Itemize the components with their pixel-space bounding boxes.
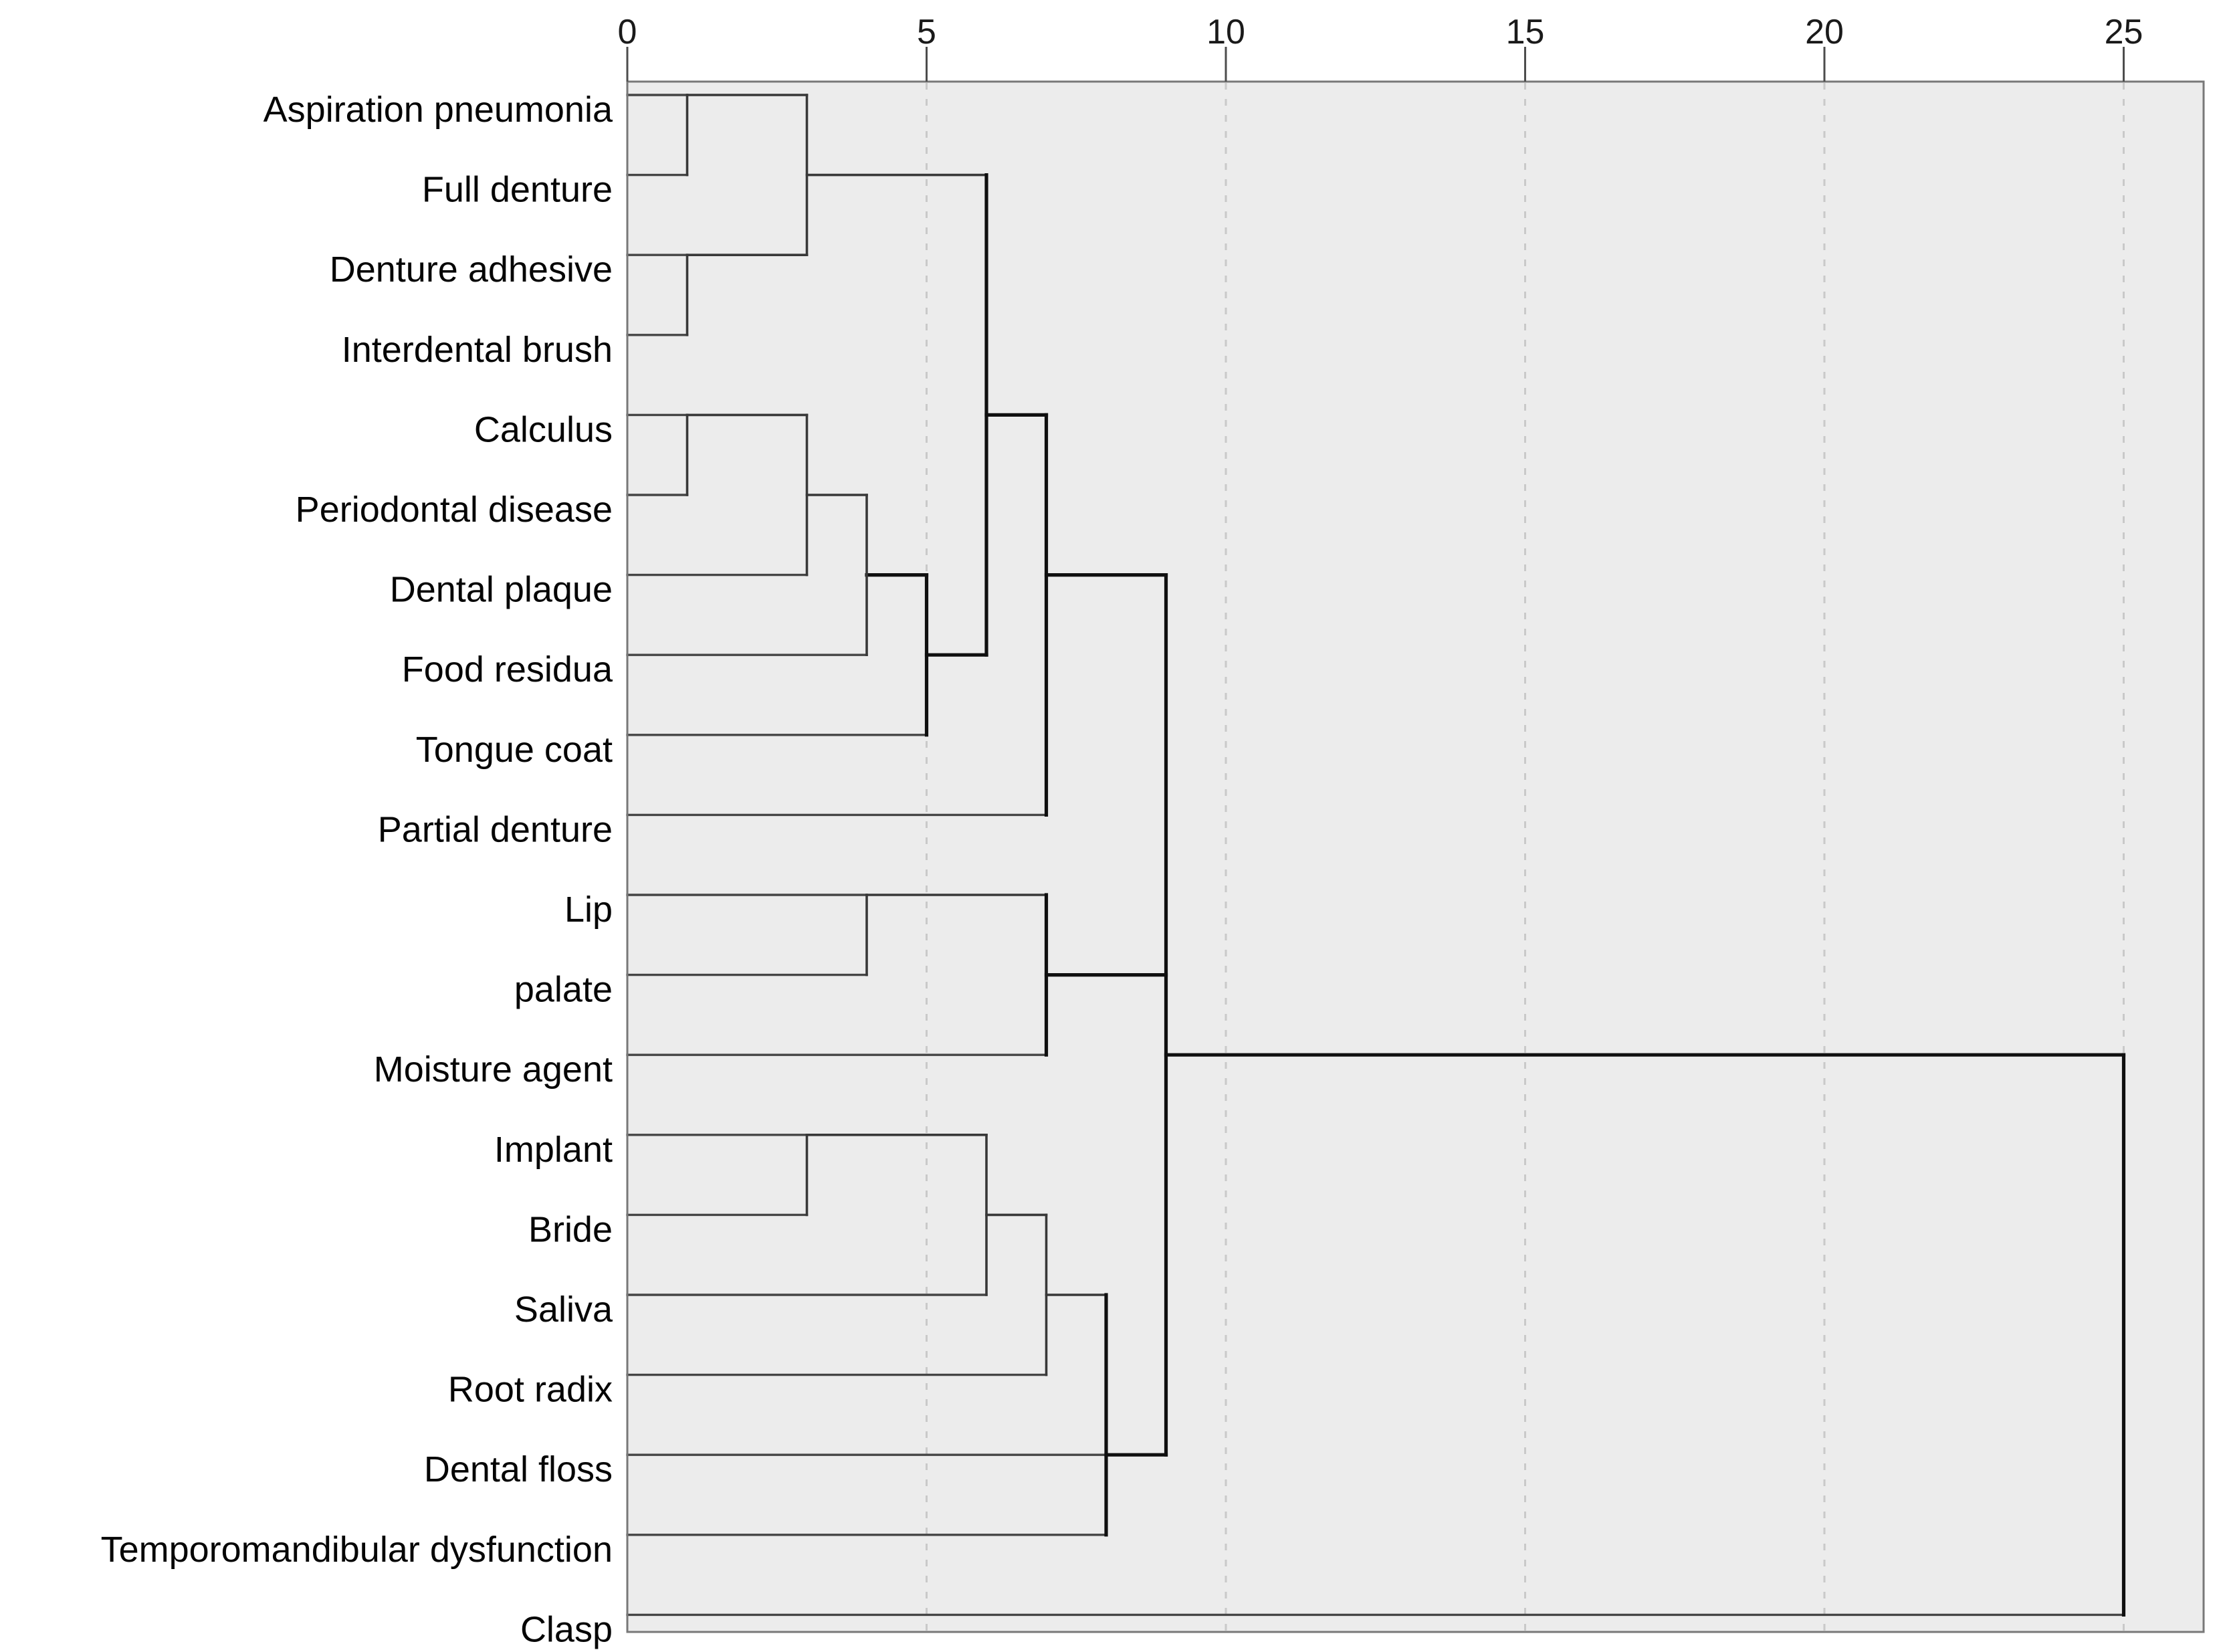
leaf-label: Denture adhesive: [330, 249, 613, 290]
leaf-label: Full denture: [422, 170, 613, 210]
plot-frame: [626, 80, 2205, 1633]
leaf-label: Clasp: [520, 1609, 613, 1649]
leaf-label: Periodontal disease: [296, 490, 613, 530]
axis-tick-label: 5: [917, 13, 936, 51]
leaf-label: Aspiration pneumonia: [263, 90, 613, 130]
leaf-label: Dental floss: [424, 1449, 613, 1489]
leaf-label: Partial denture: [378, 809, 613, 849]
leaf-label: Temporomandibular dysfunction: [101, 1530, 613, 1570]
leaf-label: Tongue coat: [416, 730, 613, 770]
axis-tick-label: 20: [1805, 13, 1844, 51]
plot-background: [627, 82, 2204, 1632]
leaf-label: Root radix: [448, 1370, 613, 1410]
leaf-label: Saliva: [514, 1289, 613, 1330]
axis-tick-label: 10: [1206, 13, 1245, 51]
leaf-label: Dental plaque: [390, 570, 613, 610]
leaf-label: Moisture agent: [374, 1049, 613, 1090]
leaf-label: Calculus: [474, 409, 613, 449]
leaf-label: palate: [514, 970, 613, 1010]
leaf-label: Lip: [564, 890, 613, 930]
axis-tick-label: 15: [1506, 13, 1545, 51]
axis-tick-label: 0: [618, 13, 637, 51]
axis-tick-label: 25: [2105, 13, 2143, 51]
leaf-label: Interdental brush: [342, 330, 613, 370]
leaf-label: Bride: [528, 1209, 613, 1249]
leaf-label: Implant: [494, 1130, 613, 1170]
leaf-label: Food residua: [402, 649, 613, 690]
